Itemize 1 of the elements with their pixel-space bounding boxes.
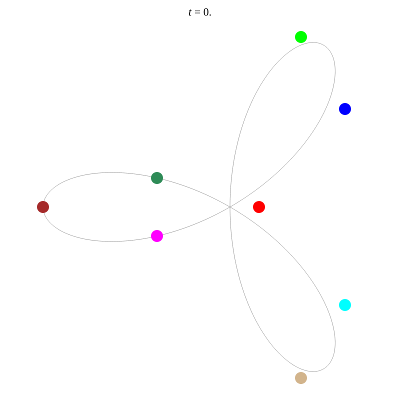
title: t = 0. xyxy=(188,8,211,16)
